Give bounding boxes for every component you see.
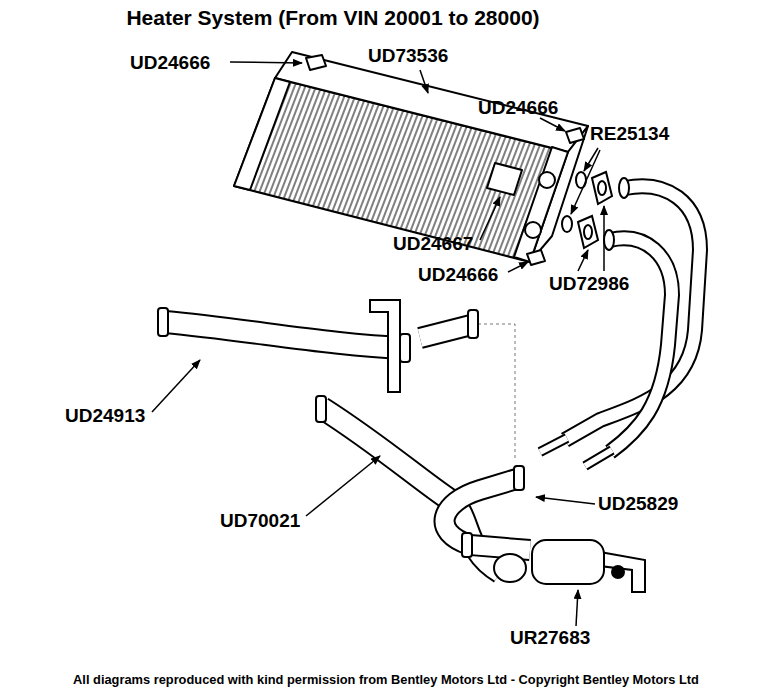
pipe <box>565 186 700 440</box>
right-tank <box>514 147 568 262</box>
spigot <box>540 438 567 452</box>
support-bracket <box>370 300 400 392</box>
clamp <box>462 533 472 557</box>
leader-line <box>540 118 565 131</box>
core-top <box>275 52 588 152</box>
part-number: UR27683 <box>510 627 590 649</box>
outlet <box>539 172 555 188</box>
clamp <box>316 396 326 422</box>
clip <box>527 250 545 265</box>
copyright-caption: All diagrams reproduced with kind permis… <box>0 672 772 687</box>
dashed-guide <box>478 324 515 460</box>
pipe <box>565 186 700 440</box>
hoses <box>165 322 530 572</box>
heater-pipes <box>540 178 700 466</box>
diagram-title: Heater System (From VIN 20001 to 28000) <box>0 6 666 30</box>
pipe <box>610 238 672 452</box>
part-number: UD24666 <box>418 264 498 286</box>
hose <box>165 322 405 348</box>
leader-line <box>480 197 500 240</box>
valve-port <box>494 554 526 582</box>
heater-valve <box>494 540 645 592</box>
gasket-hole <box>584 225 592 239</box>
clamp <box>158 308 168 336</box>
spigot <box>585 450 612 466</box>
part-number: UD25829 <box>598 493 678 515</box>
part-number: UD73536 <box>368 45 448 67</box>
leader-line <box>576 590 578 626</box>
o-ring <box>562 216 572 232</box>
part-number: UD70021 <box>220 510 300 532</box>
flange <box>604 230 614 250</box>
gasket-hole <box>598 181 606 195</box>
part-number: UD72986 <box>549 273 629 295</box>
left-tank <box>234 78 290 190</box>
hose-clamps <box>158 308 524 557</box>
heater-core <box>234 52 588 265</box>
valve-body <box>532 540 604 584</box>
outlet <box>525 222 541 238</box>
leader-line <box>508 262 528 272</box>
leader-line <box>420 70 428 93</box>
hose <box>165 322 405 348</box>
leader-line <box>603 206 605 271</box>
part-number: UD24666 <box>478 97 558 119</box>
leader-line <box>536 497 595 504</box>
flange <box>619 178 629 198</box>
leader-line <box>578 250 588 271</box>
spigot <box>540 438 567 452</box>
clamp <box>468 310 478 338</box>
hose <box>420 324 475 338</box>
gasket <box>578 216 598 248</box>
part-number: UD24667 <box>393 233 473 255</box>
clamp <box>514 466 524 490</box>
part-number: UD24913 <box>65 405 145 427</box>
part-number: UD24666 <box>130 52 210 74</box>
gasket <box>592 172 612 204</box>
hose <box>420 324 475 338</box>
pipe <box>610 238 672 452</box>
leader-lines <box>152 62 604 626</box>
leader-line <box>571 150 600 214</box>
clip <box>566 128 584 143</box>
clip <box>306 55 326 70</box>
valve-spindle <box>612 566 624 578</box>
clamp <box>400 334 410 362</box>
leader-line <box>152 360 200 412</box>
leader-line <box>306 456 380 516</box>
seal-pad <box>487 163 522 195</box>
valve-bracket <box>600 552 645 592</box>
part-number: RE25134 <box>590 123 669 145</box>
spigot <box>585 450 612 466</box>
leader-line <box>230 62 302 63</box>
